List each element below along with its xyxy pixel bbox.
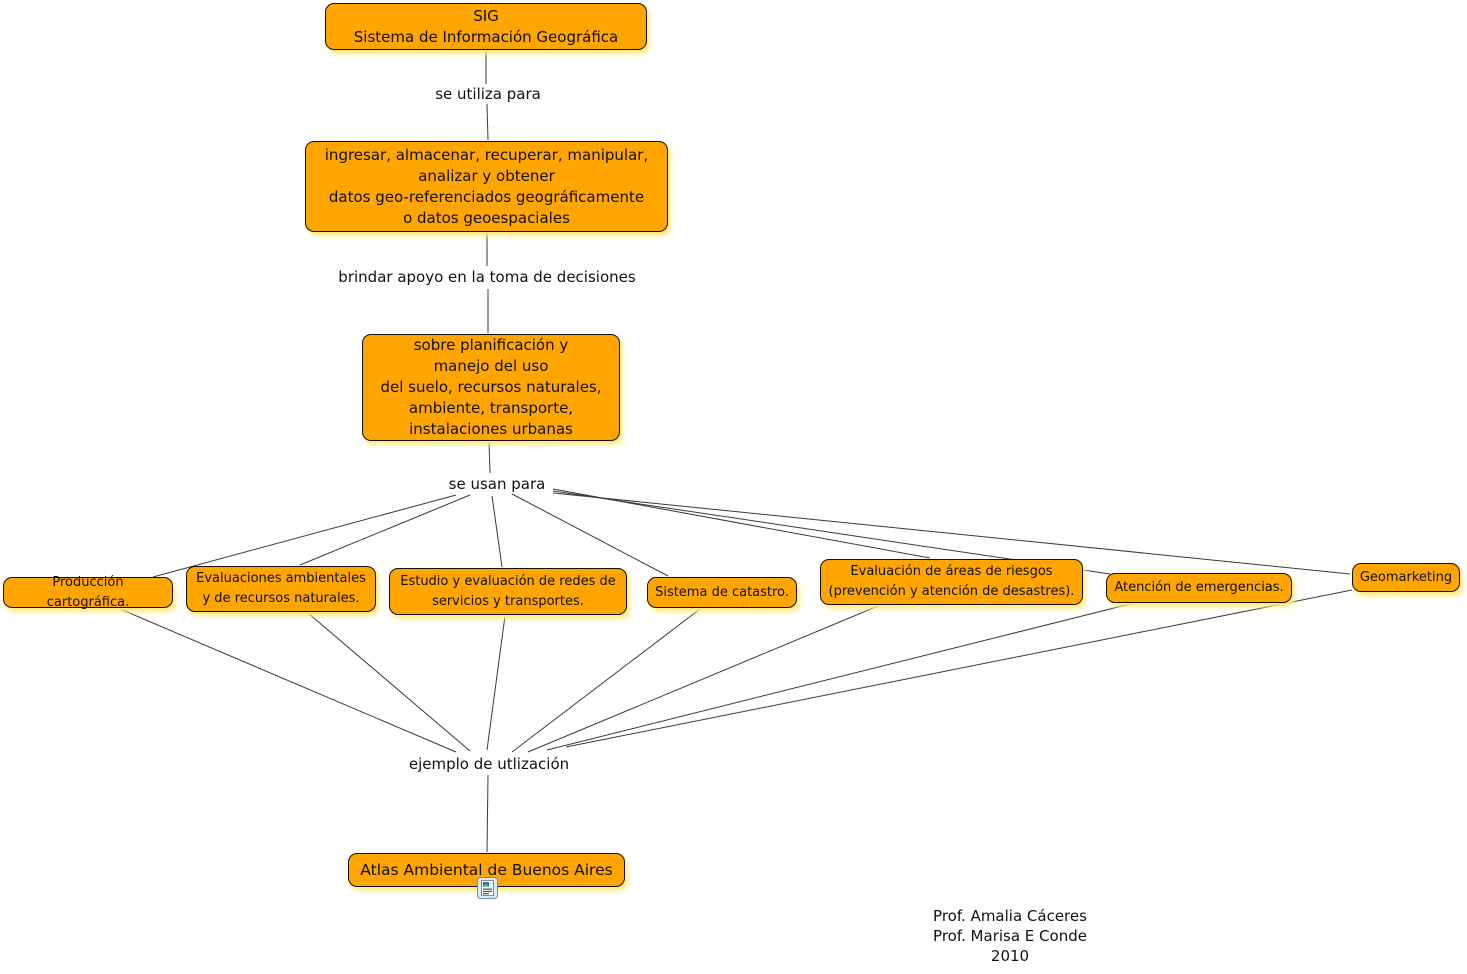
link-label-se-utiliza-para[interactable]: se utiliza para	[431, 85, 545, 103]
link-label-se-usan-para[interactable]: se usan para	[444, 475, 550, 493]
node-atencion-emergencias[interactable]: Atención de emergencias.	[1106, 573, 1292, 603]
node-estudio-redes[interactable]: Estudio y evaluación de redes de servici…	[389, 568, 627, 615]
node-sig[interactable]: SIG Sistema de Información Geográfica	[325, 3, 647, 50]
node-geomarketing[interactable]: Geomarketing	[1352, 563, 1460, 592]
node-sistema-catastro[interactable]: Sistema de catastro.	[647, 577, 797, 608]
node-produccion-cartografica[interactable]: Producción cartográfica.	[3, 575, 173, 610]
node-process[interactable]: ingresar, almacenar, recuperar, manipula…	[305, 141, 668, 232]
node-planning[interactable]: sobre planificación y manejo del uso del…	[362, 334, 620, 441]
link-label-brindar-apoyo[interactable]: brindar apoyo en la toma de decisiones	[334, 268, 640, 286]
node-evaluaciones-ambientales[interactable]: Evaluaciones ambientales y de recursos n…	[186, 566, 376, 612]
credits: Prof. Amalia Cáceres Prof. Marisa E Cond…	[933, 907, 1087, 965]
document-resource-icon[interactable]	[477, 877, 498, 899]
link-label-ejemplo-de-utlizacion[interactable]: ejemplo de utlización	[404, 755, 574, 773]
node-evaluacion-riesgos[interactable]: Evaluación de áreas de riesgos (prevenci…	[820, 559, 1083, 605]
